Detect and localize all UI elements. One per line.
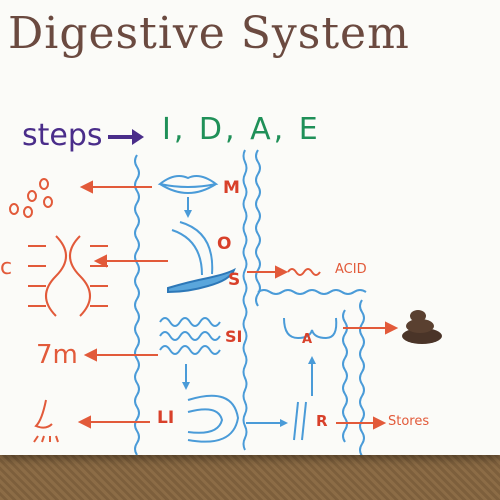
rectum-drawing bbox=[293, 401, 307, 441]
page-title: Digestive System bbox=[8, 8, 410, 59]
acid-note: ACID bbox=[335, 262, 367, 277]
stomach-label: S bbox=[228, 270, 241, 290]
food-crumbs-icon bbox=[9, 178, 53, 218]
anus-drawing bbox=[283, 317, 338, 340]
red-arrows bbox=[77, 180, 399, 430]
steps-label: steps bbox=[22, 118, 103, 153]
stomach-inner-line bbox=[342, 309, 348, 443]
diagram-drawing bbox=[9, 129, 442, 455]
right-wall-line bbox=[242, 149, 248, 451]
acid-squiggle bbox=[287, 268, 321, 276]
stores-note: Stores bbox=[388, 414, 430, 429]
stomach-top-line bbox=[257, 289, 367, 295]
mouth-label: M bbox=[223, 178, 240, 198]
water-absorb-icon bbox=[33, 399, 59, 443]
poop-icon bbox=[402, 310, 442, 344]
stomach-right-line bbox=[359, 299, 365, 455]
rectum-label: R bbox=[316, 412, 328, 430]
poster-paper: Digestive System steps I, D, A, E M O S … bbox=[0, 0, 500, 455]
stomach-blob bbox=[167, 267, 236, 294]
small-intestine-label: SI bbox=[225, 327, 243, 346]
small-intestine-drawing bbox=[159, 317, 221, 355]
large-intestine-drawing bbox=[187, 394, 240, 443]
steps-value: I, D, A, E bbox=[162, 112, 321, 147]
mouth-drawing bbox=[157, 175, 219, 194]
oesophagus-drawing bbox=[171, 221, 214, 276]
inner-wall-line bbox=[255, 149, 261, 307]
large-intestine-label: LI bbox=[157, 408, 175, 428]
length-note: 7m bbox=[36, 340, 78, 370]
oesophagus-label: O bbox=[217, 234, 232, 254]
anus-label: A bbox=[302, 332, 313, 347]
left-wall-line bbox=[134, 154, 140, 455]
c-note: c bbox=[0, 255, 13, 280]
peristalsis-icon bbox=[28, 235, 108, 317]
